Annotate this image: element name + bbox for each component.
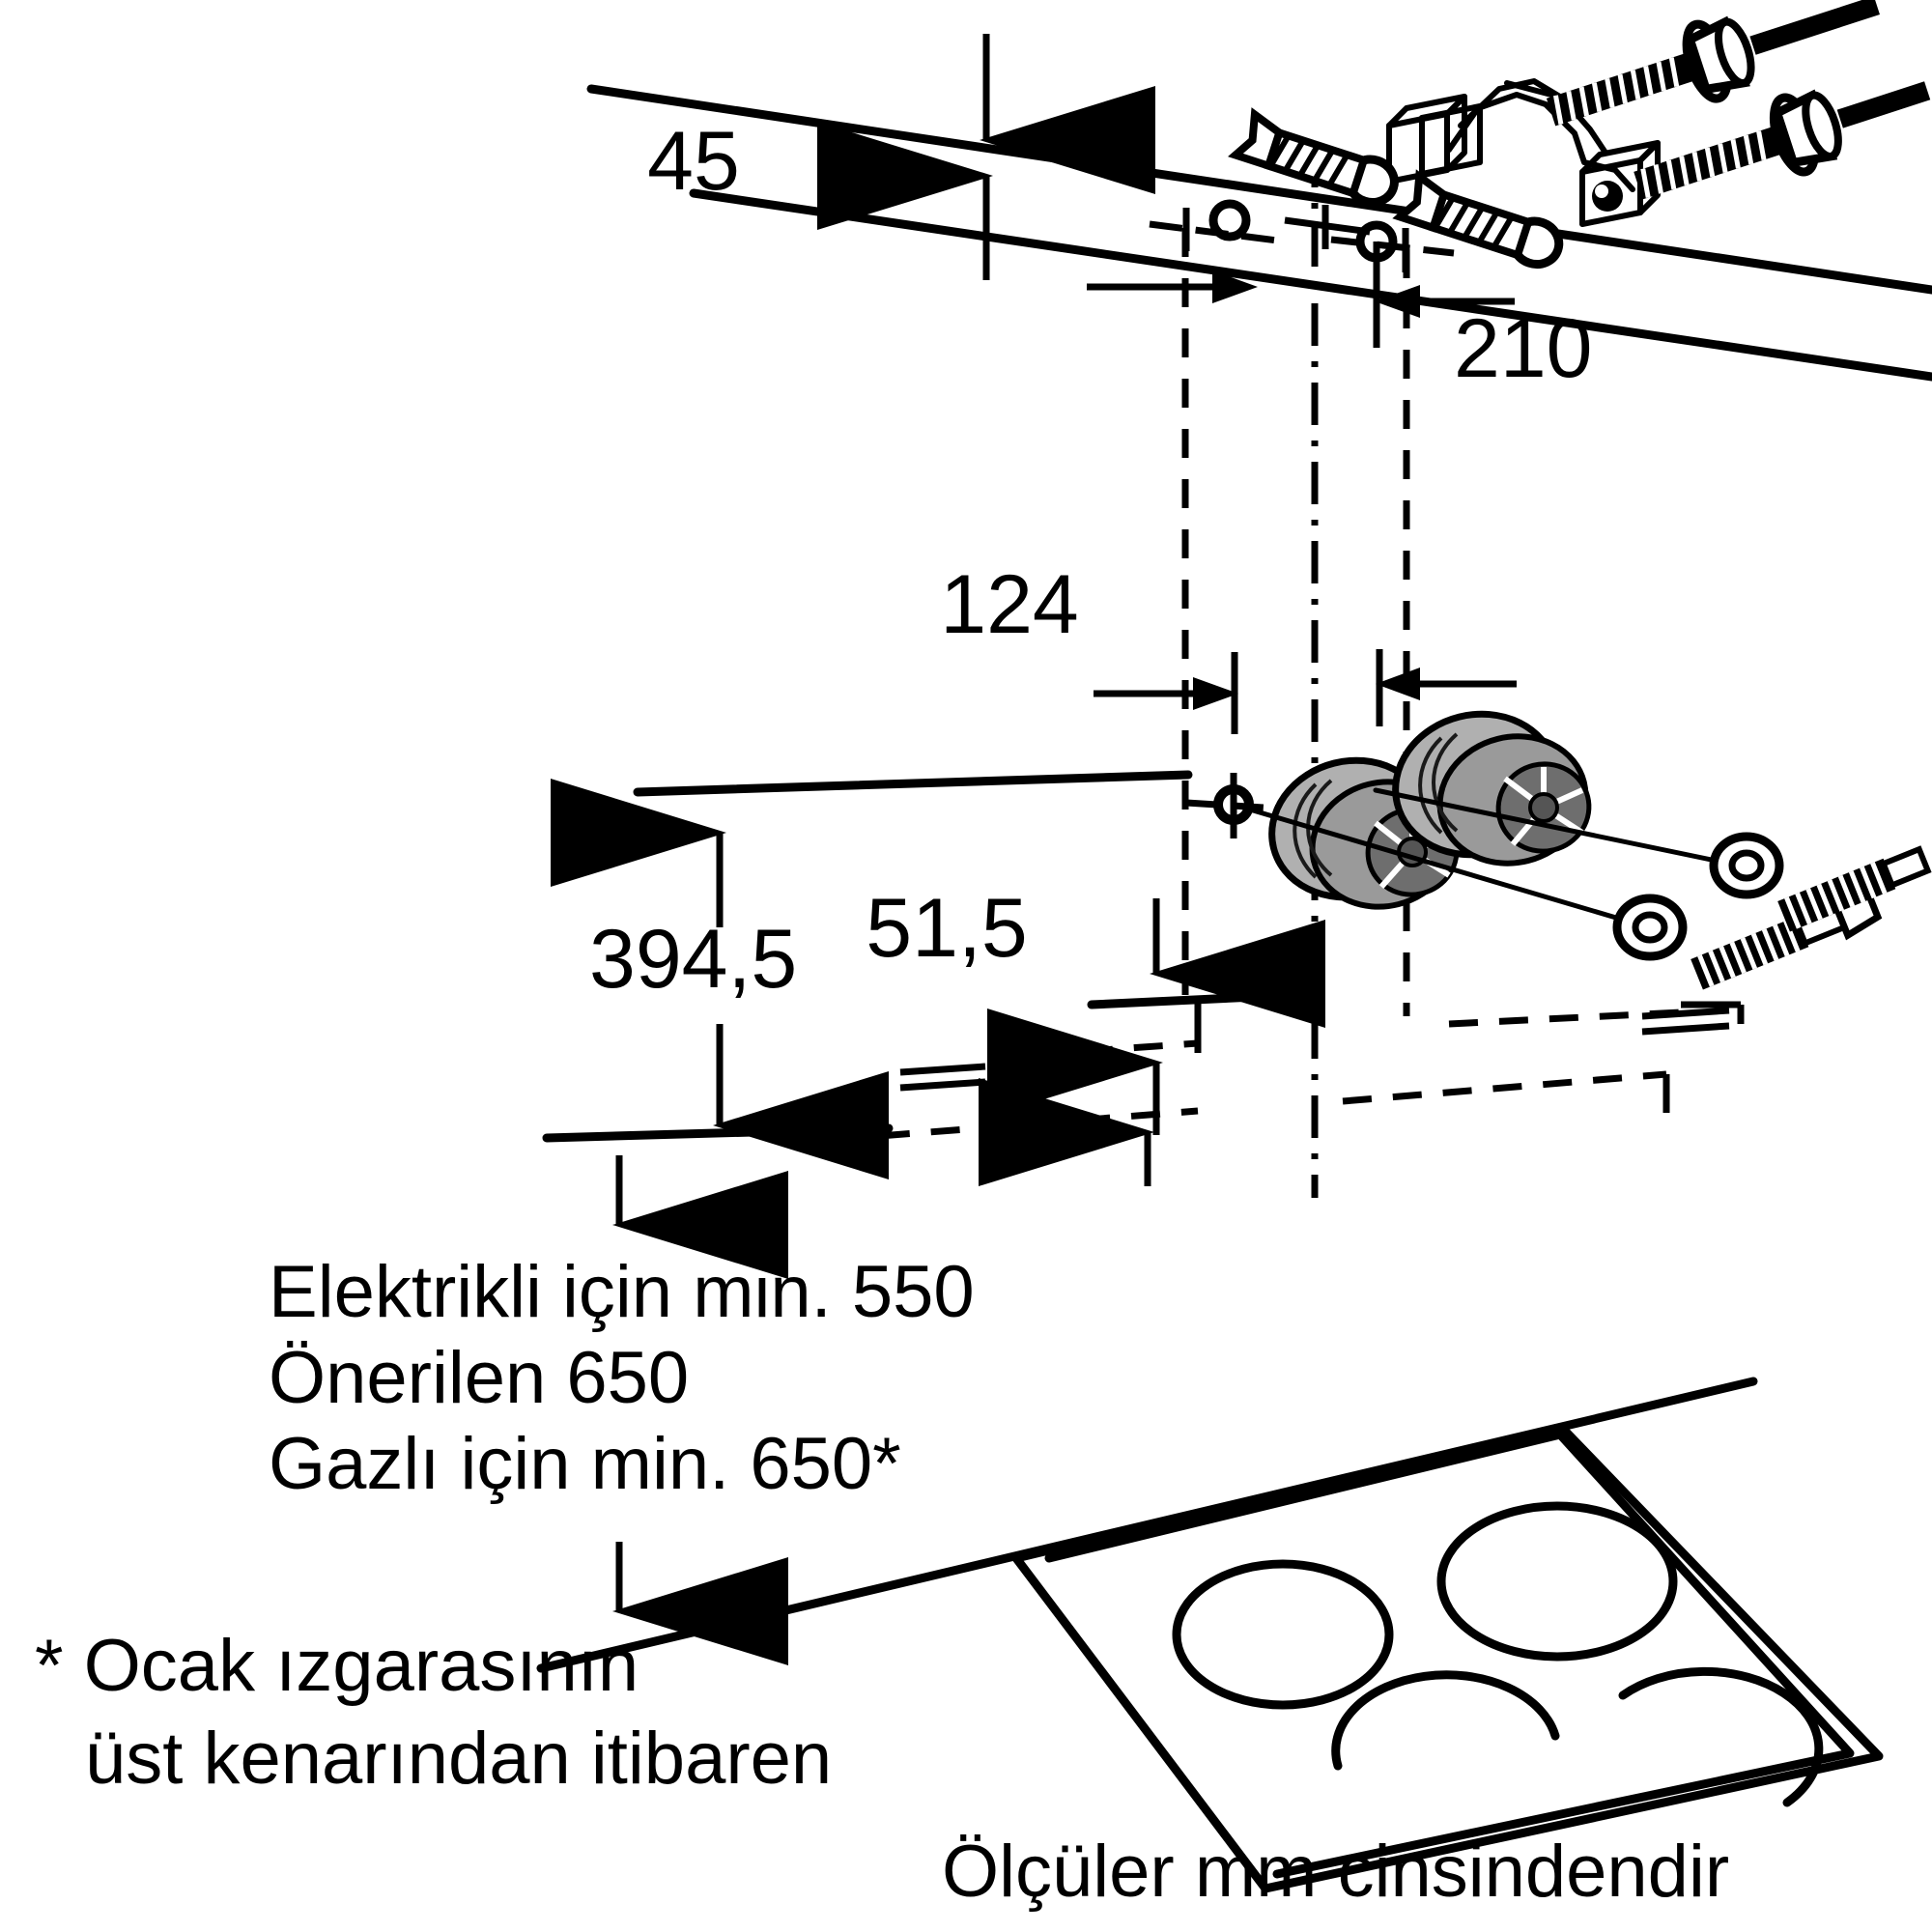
dimension-394-5-group: 394,5 (551, 779, 889, 1179)
assembly-guide-lines (1231, 787, 1761, 928)
dimension-124-group: 124 (940, 558, 1517, 734)
dimension-210-group: 210 (1087, 242, 1593, 395)
hood-lower-line (542, 992, 1261, 1143)
hex-screw-top-2 (1634, 81, 1931, 200)
washer-lower (1612, 894, 1688, 961)
hob-burner-rear-far-arc (1618, 1666, 1824, 1807)
dimension-51-5-label: 51,5 (866, 882, 1027, 975)
note-gas-min: Gazlı için min. 650* (269, 1423, 901, 1505)
footnote-line-2: üst kenarından itibaren (85, 1718, 832, 1800)
dimension-210-label: 210 (1454, 302, 1593, 395)
hood-dashed-outline (830, 1000, 1745, 1144)
footnote-line-1: * Ocak ızgarasının (35, 1625, 639, 1707)
dimension-124-label: 124 (940, 558, 1079, 651)
expansion-anchor-right (1392, 169, 1564, 270)
units-note: Ölçüler mm cinsindendir (942, 1831, 1729, 1913)
hob-illustration (1011, 1423, 1884, 1893)
dimension-394-5-label: 394,5 (589, 913, 797, 1006)
hood-middle-line (633, 770, 1193, 797)
dimension-51-5-group: 51,5 (866, 882, 1325, 1135)
hob-burner-front-right-arc (1331, 1670, 1560, 1771)
footnote-block: * Ocak ızgarasının üst kenarından itibar… (35, 1625, 832, 1800)
dimension-45-group: 45 (647, 34, 1155, 280)
expansion-anchor-left (1228, 107, 1399, 207)
clearance-notes-block: Elektrikli için min. 550 Önerilen 650 Ga… (269, 1251, 975, 1505)
note-recommended: Önerilen 650 (269, 1337, 689, 1419)
note-electric-min: Elektrikli için min. 550 (269, 1251, 975, 1333)
hob-burner-rear-right (1436, 1501, 1678, 1662)
hex-screw-top-1 (1546, 0, 1880, 127)
hob-burner-front-left (1172, 1559, 1394, 1710)
washer-upper (1709, 832, 1784, 899)
dimension-45-label: 45 (647, 115, 740, 208)
units-note-block: Ölçüler mm cinsindendir (942, 1831, 1729, 1913)
wall-plug-left (1268, 756, 1460, 910)
hex-screw-lower-2 (1777, 845, 1932, 932)
